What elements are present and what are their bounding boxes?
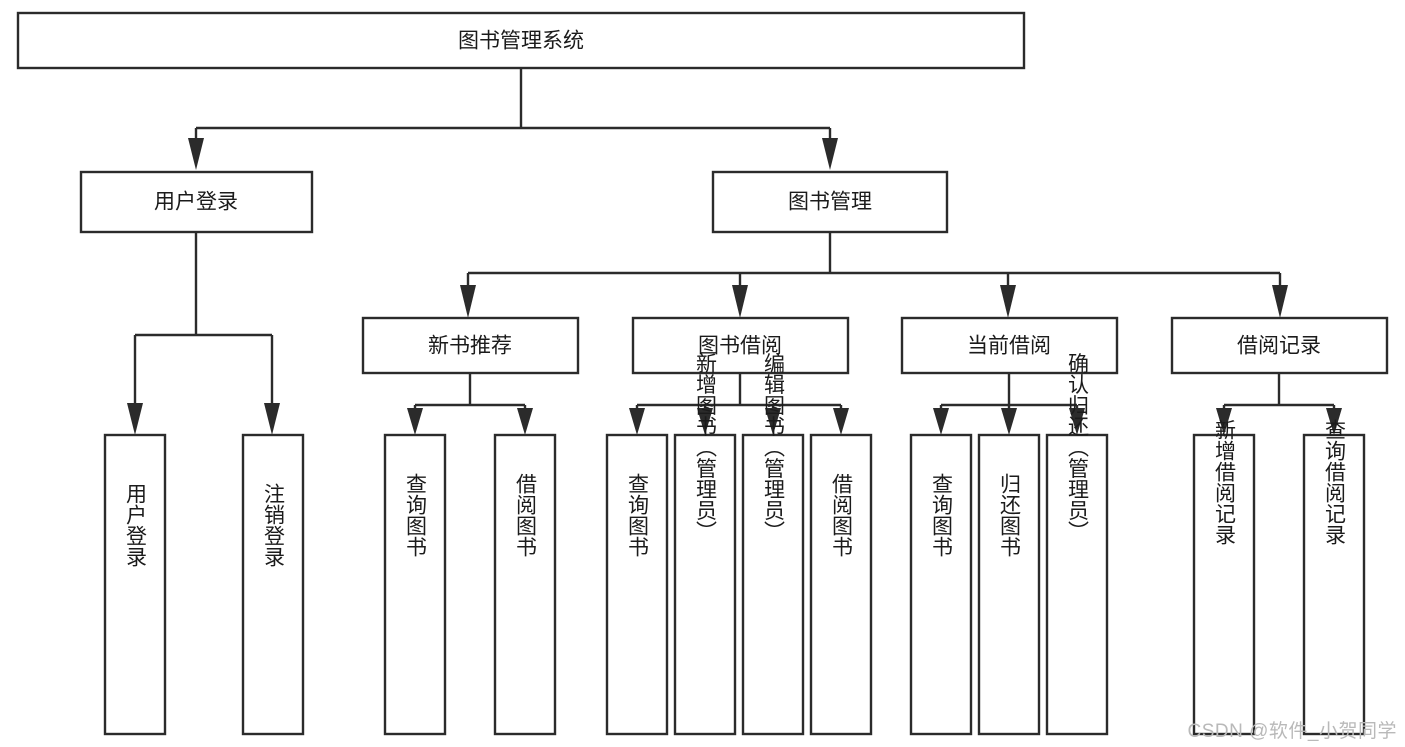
- node-root[interactable]: 图书管理系统: [16, 11, 1026, 70]
- leaf-node[interactable]: 借阅图书: [493, 433, 557, 736]
- borrow-record-label: 借阅记录: [1237, 335, 1321, 358]
- root-box[interactable]: [16, 11, 1026, 70]
- current-borrow-label: 当前借阅: [967, 335, 1051, 358]
- leaf-label: 新增图书（管理员）: [694, 353, 718, 542]
- leaf-box[interactable]: [1045, 433, 1109, 736]
- borrow-record-box[interactable]: [1170, 316, 1389, 375]
- leaf-label: 查询图书: [930, 473, 954, 557]
- leaf-box[interactable]: [1192, 433, 1256, 736]
- arrow-to-leaf-br-0: [1216, 408, 1232, 435]
- arrow-to-leaf-br-1: [1326, 408, 1342, 435]
- node-borrow-record[interactable]: 借阅记录: [1170, 316, 1389, 375]
- root-label: 图书管理系统: [458, 30, 584, 53]
- book-borrow-label: 图书借阅: [698, 335, 782, 358]
- leaf-node[interactable]: 查询图书: [909, 433, 973, 736]
- new-book-recommend-box[interactable]: [361, 316, 580, 375]
- arrow-to-current-borrow: [1000, 285, 1016, 318]
- book-manage-label: 图书管理: [788, 191, 872, 214]
- leaf-node[interactable]: 注销登录: [241, 433, 305, 736]
- arrow-to-book-borrow: [732, 285, 748, 318]
- leaf-label: 注销登录: [262, 483, 286, 567]
- leaf-box[interactable]: [383, 433, 447, 736]
- leaf-box[interactable]: [241, 433, 305, 736]
- leaf-box[interactable]: [977, 433, 1041, 736]
- arrow-to-leaf-bb-1: [697, 408, 713, 435]
- leaf-box[interactable]: [605, 433, 669, 736]
- book-borrow-box[interactable]: [631, 316, 850, 375]
- leaf-label: 借阅图书: [830, 473, 854, 557]
- leaf-box[interactable]: [103, 433, 167, 736]
- csdn-watermark: CSDN @软件_小贺同学: [1187, 721, 1397, 742]
- leaf-label: 查询图书: [626, 473, 650, 557]
- leaf-node[interactable]: 查询借阅记录: [1302, 419, 1366, 736]
- leaf-label: 编辑图书（管理员）: [762, 353, 786, 542]
- arrow-to-leaf-user-login-1: [264, 403, 280, 435]
- leaf-node[interactable]: 借阅图书: [809, 433, 873, 736]
- leaf-node[interactable]: 新增图书（管理员）: [673, 353, 737, 736]
- leaf-node[interactable]: 编辑图书（管理员）: [741, 353, 805, 736]
- arrow-to-leaf-cb-0: [933, 408, 949, 435]
- leaf-box[interactable]: [1302, 433, 1366, 736]
- leaf-box[interactable]: [493, 433, 557, 736]
- leaf-node[interactable]: 用户登录: [103, 433, 167, 736]
- arrow-to-leaf-user-login-0: [127, 403, 143, 435]
- leaf-box[interactable]: [673, 433, 737, 736]
- node-book-borrow[interactable]: 图书借阅: [631, 316, 850, 375]
- arrow-to-book-manage: [822, 138, 838, 170]
- node-book-manage[interactable]: 图书管理: [711, 170, 949, 234]
- user-login-label: 用户登录: [154, 191, 238, 214]
- leaf-box[interactable]: [809, 433, 873, 736]
- leaf-label: 用户登录: [124, 483, 148, 567]
- book-manage-box[interactable]: [711, 170, 949, 234]
- node-current-borrow[interactable]: 当前借阅: [900, 316, 1119, 375]
- arrow-to-leaf-cb-2: [1069, 408, 1085, 435]
- arrow-to-leaf-cb-1: [1001, 408, 1017, 435]
- leaf-box[interactable]: [741, 433, 805, 736]
- node-user-login[interactable]: 用户登录: [79, 170, 314, 234]
- leaf-node[interactable]: 新增借阅记录: [1192, 419, 1256, 736]
- new-book-recommend-label: 新书推荐: [428, 335, 512, 358]
- arrow-to-user-login: [188, 138, 204, 170]
- leaf-node[interactable]: 查询图书: [605, 433, 669, 736]
- arrow-to-leaf-bb-3: [833, 408, 849, 435]
- leaf-box[interactable]: [909, 433, 973, 736]
- leaf-node[interactable]: 确认归还（管理员）: [1045, 353, 1109, 736]
- node-new-book-recommend[interactable]: 新书推荐: [361, 316, 580, 375]
- leaf-node[interactable]: 归还图书: [977, 433, 1041, 736]
- leaf-label: 确认归还（管理员）: [1066, 353, 1090, 542]
- leaf-label: 归还图书: [998, 473, 1022, 557]
- leaf-node[interactable]: 查询图书: [383, 433, 447, 736]
- arrow-to-leaf-nbr-0: [407, 408, 423, 435]
- arrow-to-leaf-nbr-1: [517, 408, 533, 435]
- leaf-label: 新增借阅记录: [1213, 419, 1237, 545]
- leaf-label: 借阅图书: [514, 473, 538, 557]
- leaf-label: 查询借阅记录: [1323, 419, 1347, 545]
- arrow-to-leaf-bb-0: [629, 408, 645, 435]
- arrow-to-leaf-bb-2: [765, 408, 781, 435]
- current-borrow-box[interactable]: [900, 316, 1119, 375]
- arrow-to-new-book-recommend: [460, 285, 476, 318]
- arrow-to-borrow-record: [1272, 285, 1288, 318]
- leaf-label: 查询图书: [404, 473, 428, 557]
